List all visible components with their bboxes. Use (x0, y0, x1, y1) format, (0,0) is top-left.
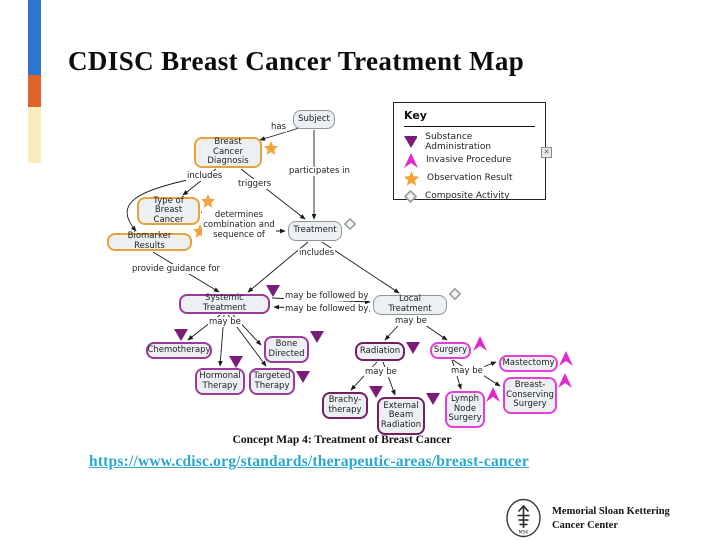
substance-administration-triangle-icon (404, 136, 418, 149)
node-breast-conserving-surgery: Breast-Conserving Surgery (503, 377, 557, 414)
node-breast-cancer-diagnosis: Breast Cancer Diagnosis (194, 137, 262, 168)
msk-logo: MSK Memorial Sloan Kettering Cancer Cent… (505, 498, 670, 539)
edge-label-provide-guidance: provide guidance for (131, 264, 222, 274)
substance-administration-triangle-icon (229, 356, 243, 368)
svg-text:MSK: MSK (519, 530, 530, 536)
node-external-beam-radiation: External Beam Radiation (377, 397, 425, 435)
msk-circle-arrow-icon: MSK (506, 498, 541, 538)
invasive-procedure-arrow-icon (404, 152, 418, 168)
node-biomarker-results: Biomarker Results (107, 232, 192, 251)
page-title: CDISC Breast Cancer Treatment Map (68, 46, 525, 76)
substance-administration-triangle-icon (426, 393, 440, 405)
composite-activity-diamond-icon (449, 288, 461, 300)
broken-image-icon: ✕ (541, 147, 552, 158)
edge-label-may-be: may be (394, 316, 428, 326)
edge-label-includes: includes (298, 248, 336, 258)
invasive-procedure-arrow-icon (558, 373, 572, 388)
legend-label: Substance Administration (425, 132, 492, 153)
node-radiation: Radiation (355, 342, 405, 361)
edge-label-includes: includes (186, 171, 224, 181)
node-targeted-therapy: Targeted Therapy (249, 368, 295, 395)
node-type-of-breast-cancer: Type of Breast Cancer (137, 196, 200, 225)
edge-label-may-be: may be (208, 317, 242, 327)
composite-activity-diamond-icon (344, 218, 356, 230)
node-mastectomy: Mastectomy (499, 355, 558, 372)
node-chemotherapy: Chemotherapy (146, 342, 212, 359)
accent-bar-orange (28, 75, 41, 107)
legend-divider (404, 126, 535, 128)
legend-panel: Key Substance Administration Invasive Pr… (393, 102, 546, 203)
logo-line1: Memorial Sloan Kettering (552, 505, 670, 517)
node-subject: Subject (293, 110, 335, 129)
substance-administration-triangle-icon (406, 342, 420, 354)
invasive-procedure-arrow-icon (473, 336, 487, 351)
node-lymph-node-surgery: Lymph Node Surgery (445, 391, 485, 428)
legend-title: Key (404, 109, 427, 122)
edge-label-determines: determines combination and sequence of (202, 210, 276, 240)
figure-caption: Concept Map 4: Treatment of Breast Cance… (232, 434, 452, 446)
composite-activity-diamond-icon (404, 189, 417, 203)
legend-item-composite-activity: Composite Activity (404, 187, 535, 205)
invasive-procedure-arrow-icon (486, 387, 500, 402)
legend-label: Invasive Procedure (426, 155, 512, 166)
legend-item-substance-administration: Substance Administration (404, 132, 535, 153)
edge-label-may-be-followed-by: may be followed by (284, 291, 370, 301)
legend-item-observation-result: Observation Result (404, 169, 535, 187)
legend-label: Composite Activity (425, 191, 510, 202)
substance-administration-triangle-icon (266, 285, 280, 297)
substance-administration-triangle-icon (296, 371, 310, 383)
edge-label-participates-in: participates in (288, 166, 351, 176)
node-surgery: Surgery (430, 342, 471, 359)
node-systemic-treatment: Systemic Treatment (179, 294, 270, 314)
edge-label-may-be-followed-by: may be followed by (284, 304, 370, 314)
edge-label-has: has (270, 122, 288, 132)
edge-label-may-be: may be (450, 366, 484, 376)
edge-label-triggers: triggers (237, 179, 273, 189)
edge-label-may-be: may be (364, 367, 398, 377)
invasive-procedure-arrow-icon (559, 351, 573, 366)
cdisc-link[interactable]: https://www.cdisc.org/standards/therapeu… (89, 453, 529, 470)
node-local-treatment: Local Treatment (373, 295, 447, 315)
logo-line2: Cancer Center (552, 519, 618, 531)
legend-item-invasive-procedure: Invasive Procedure (404, 151, 535, 169)
observation-result-star-icon (264, 141, 278, 155)
substance-administration-triangle-icon (174, 329, 188, 341)
substance-administration-triangle-icon (369, 386, 383, 398)
node-brachytherapy: Brachy-therapy (322, 392, 368, 419)
substance-administration-triangle-icon (310, 331, 324, 343)
accent-bar-blue (28, 0, 41, 75)
node-hormonal-therapy: Hormonal Therapy (195, 368, 245, 395)
observation-result-star-icon (404, 170, 419, 186)
accent-bar-cream (28, 107, 41, 163)
observation-result-star-icon (201, 194, 215, 208)
node-bone-directed: Bone Directed (264, 336, 309, 363)
legend-label: Observation Result (427, 173, 513, 184)
node-treatment: Treatment (288, 221, 342, 241)
